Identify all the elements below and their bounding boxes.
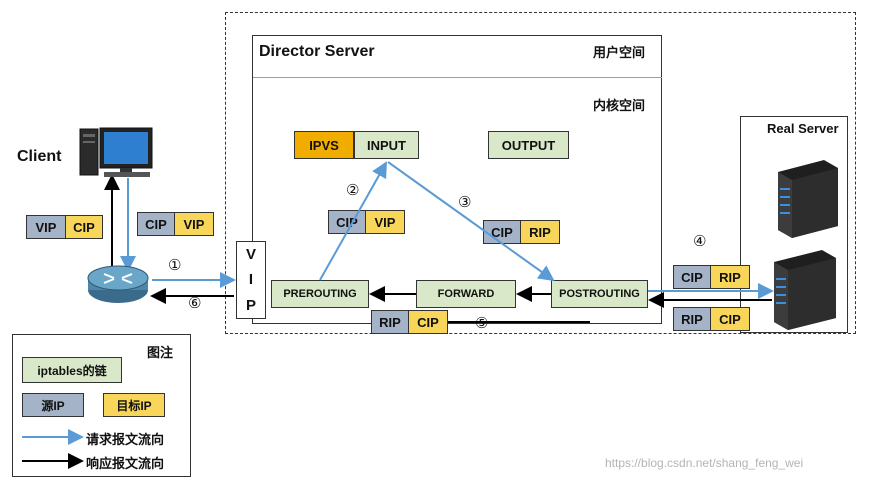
vip-letter-i: I	[248, 271, 254, 289]
router-icon	[87, 265, 149, 303]
step-5-marker: ⑤	[475, 315, 489, 332]
director-title: Director Server	[259, 43, 375, 60]
step3-dst-ip: RIP	[520, 220, 560, 244]
input-chain: INPUT	[354, 131, 419, 159]
rs-resp-dst-ip: CIP	[710, 307, 750, 331]
vip-letter-p: P	[245, 296, 256, 314]
forward-chain: FORWARD	[416, 280, 516, 308]
step-6-marker: ⑥	[188, 295, 202, 312]
vip-interface: V I P	[236, 241, 266, 319]
ipvs-chain: IPVS	[294, 131, 354, 159]
rs-resp-src-ip: RIP	[673, 307, 711, 331]
real-server-box	[740, 116, 848, 333]
prerouting-chain: PREROUTING	[271, 280, 369, 308]
watermark: https://blog.csdn.net/shang_feng_wei	[605, 456, 804, 470]
legend-box	[12, 334, 191, 477]
postrouting-chain: POSTROUTING	[551, 280, 648, 308]
client-title: Client	[17, 148, 62, 165]
user-space-label: 用户空间	[593, 45, 646, 60]
computer-icon	[79, 127, 153, 177]
client-resp-dst-ip: CIP	[65, 215, 103, 239]
step-3-marker: ③	[458, 194, 472, 211]
legend-chain-sample: iptables的链	[22, 357, 122, 383]
step-4-marker: ④	[693, 233, 707, 250]
client-req-dst-ip: VIP	[174, 212, 214, 236]
server-rack-icon	[774, 250, 836, 330]
client-req-src-ip: CIP	[137, 212, 175, 236]
output-chain: OUTPUT	[488, 131, 569, 159]
server-rack-icon	[778, 160, 838, 238]
step5-dst-ip: CIP	[408, 310, 448, 334]
legend-request-label: 请求报文流向	[86, 432, 165, 447]
arrow-step3	[387, 161, 555, 282]
step-2-marker: ②	[346, 182, 360, 199]
client-resp-src-ip: VIP	[26, 215, 66, 239]
director-server-box	[252, 35, 662, 324]
legend-title: 图注	[147, 345, 174, 360]
space-divider	[253, 77, 662, 78]
rs-req-src-ip: CIP	[673, 265, 711, 289]
step2-dst-ip: VIP	[365, 210, 405, 234]
legend-source-ip-sample: 源IP	[22, 393, 84, 417]
legend-response-label: 响应报文流向	[86, 456, 165, 471]
director-outer-frame	[225, 12, 856, 334]
real-server-title: Real Server	[767, 121, 839, 136]
kernel-space-label: 内核空间	[593, 98, 646, 113]
legend-target-ip-sample: 目标IP	[103, 393, 165, 417]
step-1-marker: ①	[168, 257, 182, 274]
arrow-step2	[319, 161, 387, 281]
rs-req-dst-ip: RIP	[710, 265, 750, 289]
vip-letter-v: V	[245, 246, 256, 264]
step5-src-ip: RIP	[371, 310, 409, 334]
